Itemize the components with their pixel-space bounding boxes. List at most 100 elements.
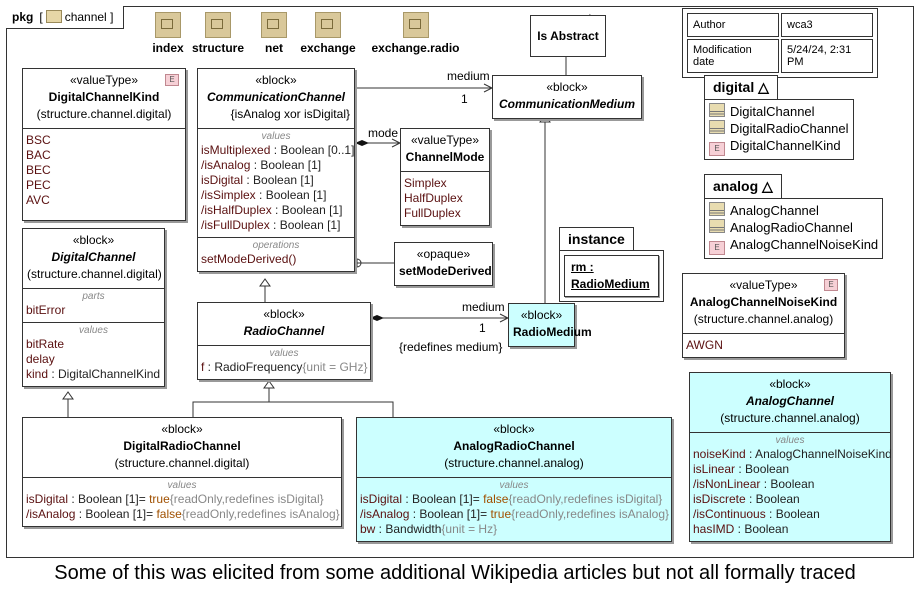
property-row[interactable]: /isFullDuplex : Boolean [1] [201, 218, 351, 233]
block-name: CommunicationChannel [206, 90, 345, 104]
block-digital-channel-kind[interactable]: E«valueType»DigitalChannelKind(structure… [22, 68, 186, 221]
composition-diamond-icon [370, 315, 384, 321]
compartment-label: operations [252, 240, 300, 251]
default-value: false [156, 507, 182, 521]
package-member[interactable]: AnalogChannel [709, 202, 878, 219]
block-communication-medium[interactable]: «block»CommunicationMedium [492, 75, 642, 119]
package-index[interactable]: index [138, 12, 198, 55]
property-row[interactable]: PEC [26, 178, 182, 193]
block-header: «block»CommunicationChannel{isAnalog xor… [198, 69, 354, 128]
property-row[interactable]: kind : DigitalChannelKind [26, 367, 161, 382]
block-stereotype: «valueType» [729, 278, 798, 292]
property-row[interactable]: HalfDuplex [404, 191, 486, 206]
property-row[interactable]: noiseKind : AnalogChannelNoiseKind [693, 447, 892, 462]
property-row[interactable]: delay [26, 352, 161, 367]
block-name: DigitalChannelKind [48, 90, 160, 104]
property-row[interactable]: bitRate [26, 337, 161, 352]
property-type: : RadioFrequency [204, 360, 303, 374]
package-icon [155, 12, 181, 38]
property-row[interactable]: /isAnalog : Boolean [1]= false{readOnly,… [26, 507, 340, 522]
block-stereotype: «block» [255, 73, 297, 87]
property-modifiers: {unit = Hz} [441, 522, 498, 536]
block-context: (structure.channel.digital) [27, 267, 162, 281]
package-exchange-radio[interactable]: exchange.radio [368, 12, 463, 55]
property-row[interactable]: isMultiplexed : Boolean [0..1] [201, 143, 355, 158]
block-analog-radio-channel[interactable]: «block»AnalogRadioChannel(structure.chan… [356, 417, 672, 542]
property-row[interactable]: Simplex [404, 176, 486, 191]
property-row[interactable]: BSC [26, 133, 182, 148]
package-icon [261, 12, 287, 38]
property-row[interactable]: isDigital : Boolean [1]= true{readOnly,r… [26, 492, 338, 507]
block-icon [709, 219, 725, 233]
property-row[interactable]: BEC [26, 163, 182, 178]
block-communication-channel[interactable]: «block»CommunicationChannel{isAnalog xor… [197, 68, 355, 272]
property-name: FullDuplex [404, 206, 461, 220]
block-analog-channel-noise-kind[interactable]: E«valueType»AnalogChannelNoiseKind(struc… [682, 273, 845, 358]
note-is-abstract[interactable]: Is Abstract [530, 15, 606, 57]
property-row[interactable]: setModeDerived() [201, 252, 351, 267]
property-name: isDigital [26, 492, 69, 506]
package-member[interactable]: DigitalChannel [709, 103, 849, 120]
package-net[interactable]: net [244, 12, 304, 55]
property-row[interactable]: /isNonLinear : Boolean [693, 477, 887, 492]
property-row[interactable]: f : RadioFrequency{unit = GHz} [201, 360, 367, 375]
package-member[interactable]: DigitalRadioChannel [709, 120, 849, 137]
property-type: : Boolean [749, 492, 800, 506]
property-row[interactable]: isDiscrete : Boolean [693, 492, 887, 507]
property-row[interactable]: /isAnalog : Boolean [1] [201, 158, 351, 173]
property-row[interactable]: FullDuplex [404, 206, 486, 221]
property-row[interactable]: /isAnalog : Boolean [1]= true{readOnly,r… [360, 507, 669, 522]
property-name: isMultiplexed [201, 143, 271, 157]
property-row[interactable]: /isContinuous : Boolean [693, 507, 887, 522]
property-row[interactable]: bw : Bandwidth{unit = Hz} [360, 522, 668, 537]
block-header: «block»RadioChannel [198, 303, 370, 345]
composition-diamond-icon [355, 140, 369, 146]
property-name: BEC [26, 163, 51, 177]
compartment-label: values [79, 325, 108, 336]
package-member[interactable]: AnalogRadioChannel [709, 219, 878, 236]
block-header: «block»RadioMedium [509, 304, 592, 346]
instance-package[interactable]: instance rm : RadioMedium [559, 227, 664, 302]
property-row[interactable]: bitError [26, 303, 161, 318]
generalization-triangle-icon [62, 391, 74, 400]
generalization-tree [192, 401, 394, 417]
block-set-mode-derived[interactable]: «opaque»setModeDerived [394, 242, 493, 286]
package-structure[interactable]: structure [188, 12, 248, 55]
meta-value: wca3 [781, 13, 873, 37]
property-row[interactable]: BAC [26, 148, 182, 163]
instance-spec[interactable]: rm : RadioMedium [564, 255, 659, 297]
block-stereotype: «block» [520, 308, 563, 322]
package-exchange[interactable]: exchange [298, 12, 358, 55]
property-type: : Boolean [765, 507, 820, 521]
block-radio-medium[interactable]: «block»RadioMedium [508, 303, 592, 347]
property-name: hasIMD [693, 522, 735, 536]
property-row[interactable]: AWGN [686, 338, 841, 353]
block-name: AnalogChannelNoiseKind [689, 295, 838, 309]
property-row[interactable]: /isSimplex : Boolean [1] [201, 188, 351, 203]
property-row[interactable]: isDigital : Boolean [1]= false{readOnly,… [360, 492, 668, 507]
block-digital-channel[interactable]: «block»DigitalChannel(structure.channel.… [22, 228, 165, 387]
property-row[interactable]: isDigital : Boolean [1] [201, 173, 351, 188]
property-name: isDigital [360, 492, 403, 506]
property-row[interactable]: hasIMD : Boolean [693, 522, 887, 537]
block-analog-channel[interactable]: «block»AnalogChannel(structure.channel.a… [689, 372, 892, 542]
property-row[interactable]: /isHalfDuplex : Boolean [1] [201, 203, 351, 218]
property-type: : Boolean [0..1] [270, 143, 355, 157]
block-digital-radio-channel[interactable]: «block»DigitalRadioChannel(structure.cha… [22, 417, 342, 527]
property-row[interactable]: AVC [26, 193, 182, 208]
package-label: index [152, 41, 184, 55]
property-name: /isHalfDuplex [201, 203, 272, 217]
member-name: AnalogChannelNoiseKind [730, 237, 879, 252]
property-row[interactable]: isLinear : Boolean [693, 462, 887, 477]
package-icon [205, 12, 231, 38]
property-name: kind [26, 367, 49, 381]
